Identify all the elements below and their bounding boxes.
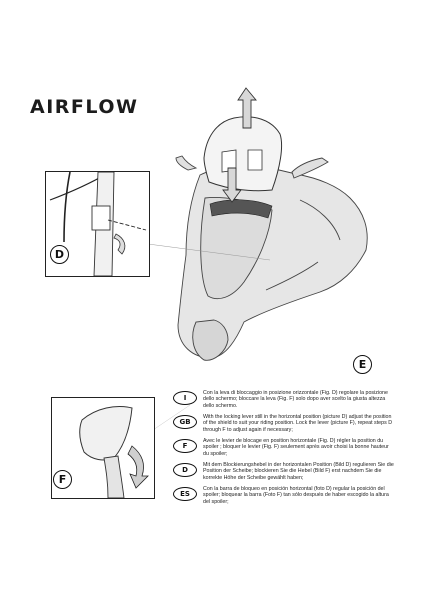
figure-e-label: E — [353, 355, 372, 374]
detail-f-illustration — [79, 406, 149, 498]
language-badge-es: ES — [173, 487, 197, 501]
instruction-row-it: I Con la leva di bloccaggio in posizione… — [173, 390, 395, 414]
instruction-text-gb: With the locking lever still in the hori… — [203, 414, 393, 433]
instructions-list: I Con la leva di bloccaggio in posizione… — [173, 390, 395, 510]
instruction-text-it: Con la leva di bloccaggio in posizione o… — [203, 390, 388, 409]
instruction-row-es: ES Con la barra de bloqueo en posición h… — [173, 486, 395, 510]
figure-d-label: D — [50, 245, 69, 264]
language-badge-it: I — [173, 391, 197, 405]
brand-logo: AIRFLOW — [30, 96, 139, 118]
instruction-text-fr: Avec le levier de blocage en position ho… — [203, 438, 389, 457]
language-badge-fr: F — [173, 439, 197, 453]
detail-d-illustration — [49, 172, 147, 276]
figure-f-label: F — [53, 470, 72, 489]
instruction-row-gb: GB With the locking lever still in the h… — [173, 414, 395, 438]
instruction-text-es: Con la barra de bloqueo en posición hori… — [203, 486, 389, 505]
instruction-row-de: D Mit dem Blockierungshebel in der horiz… — [173, 462, 395, 486]
instruction-row-fr: F Avec le levier de blocage en position … — [173, 438, 395, 462]
language-badge-gb: GB — [173, 415, 197, 429]
instruction-text-de: Mit dem Blockierungshebel in der horizon… — [203, 462, 394, 481]
language-badge-de: D — [173, 463, 197, 477]
